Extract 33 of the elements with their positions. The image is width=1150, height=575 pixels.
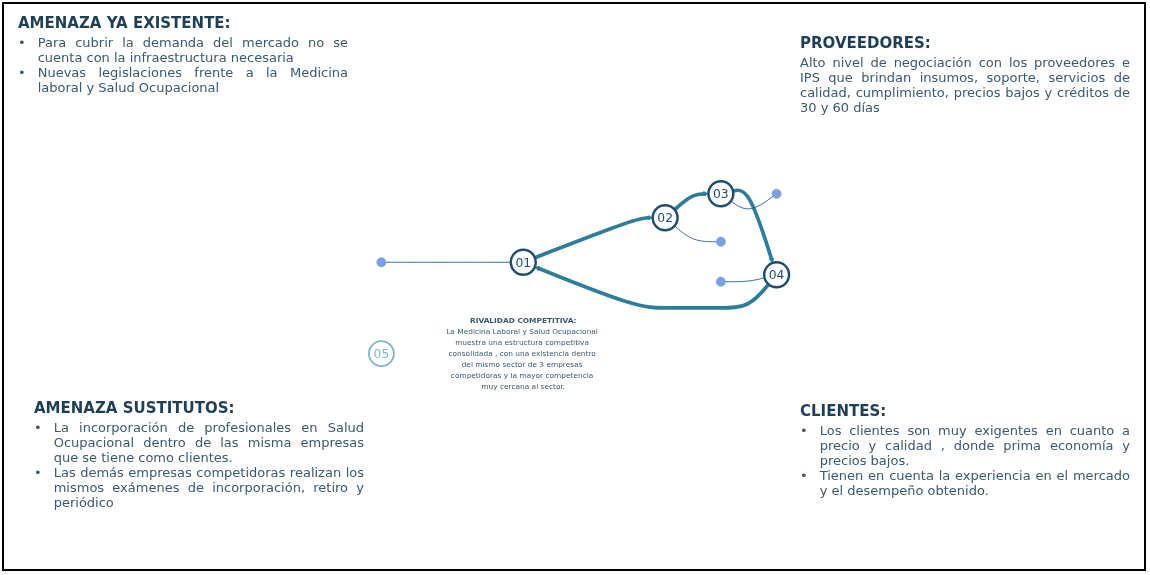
node-circle: 01 — [509, 248, 537, 276]
arrow — [673, 191, 709, 212]
node-circle: 05 — [368, 340, 395, 367]
bullet-text: Las demás empresas competidoras realizan los mismos exámenes de incorporación, retiro y periódico — [53, 465, 364, 510]
connector — [674, 225, 717, 243]
node-circle — [715, 276, 726, 287]
bullet-text: Nuevas legislaciones frente a la Medicina laboral y Salud Ocupacional — [37, 65, 348, 95]
bullet-marker: • — [34, 420, 42, 437]
node-circle: 04 — [762, 261, 791, 289]
body-text: Alto nivel de negociación con los proveedores e IPS que brindan insumos, soporte, servicios de calidad, cumplimiento, precios bajos y créditos de 30 y 60 días — [800, 55, 1130, 115]
section-heading: AMENAZA SUSTITUTOS: — [34, 399, 236, 417]
connector — [725, 277, 765, 283]
bullet-marker: • — [18, 35, 26, 52]
arrow — [534, 266, 770, 310]
arrow — [534, 215, 653, 260]
arrow — [732, 188, 774, 264]
section-heading: CLIENTES: — [800, 402, 888, 420]
node-circle: 03 — [707, 180, 735, 208]
bullet-text: Tienen en cuenta la experiencia en el mercado y el desempeño obtenido. — [819, 468, 1130, 498]
bullet-marker: • — [800, 468, 808, 485]
bullet-marker: • — [18, 65, 26, 82]
section-heading: PROVEEDORES: — [800, 34, 932, 52]
bullet-text: Los clientes son muy exigentes en cuanto a precio y calidad , donde prima economía y precios bajos. — [819, 423, 1130, 468]
bullet-marker: • — [34, 465, 42, 482]
section-heading: AMENAZA YA EXISTENTE: — [18, 14, 232, 32]
bullet-marker: • — [800, 423, 808, 440]
node-circle — [771, 188, 782, 199]
node-circle — [376, 257, 387, 268]
connector — [730, 196, 774, 210]
node-circle — [715, 236, 726, 247]
bullet-text: La incorporación de profesionales en Salud Ocupacional dentro de las misma empresas que se tiene como clientes. — [53, 420, 364, 465]
bullet-text: Para cubrir la demanda del mercado no se cuenta con la infraestructura necesaria — [37, 35, 348, 65]
node-circle: 02 — [651, 204, 679, 232]
